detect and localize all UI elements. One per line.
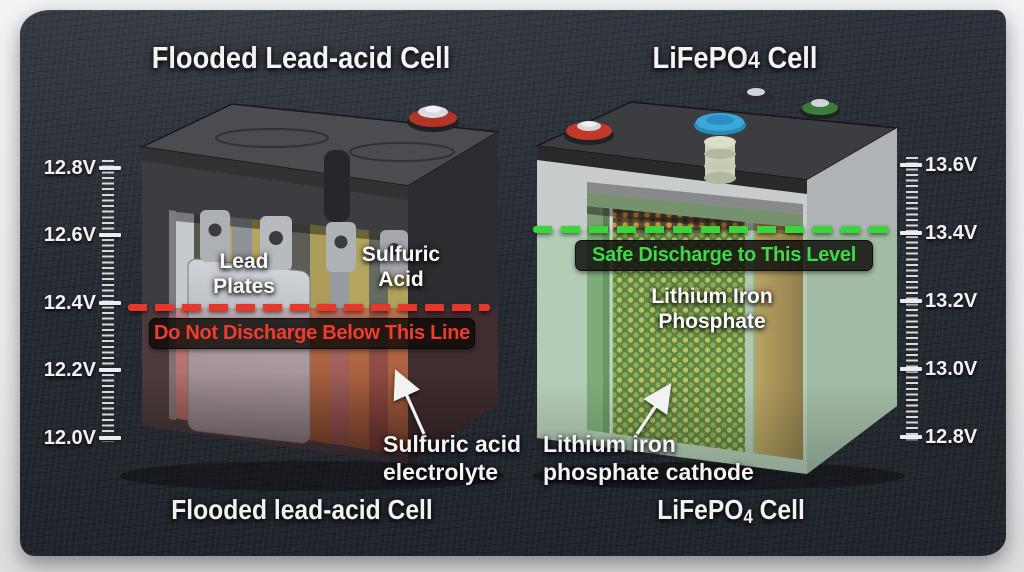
sulfuric-acid-label: Sulfuric Acid [346, 242, 456, 292]
sulfuric-acid-line2: Acid [378, 268, 424, 291]
lifepo4-safe-discharge-line [533, 226, 897, 233]
right-scale-row-1: 13.6V [900, 153, 977, 177]
cathode-callout: Lithium iron phosphate cathode [543, 430, 754, 486]
right-bottom-caption: LiFePO4 Cell [599, 494, 863, 529]
lead-acid-limit-text: Do Not Discharge Below This Line [154, 322, 470, 344]
voltage-label: 13.0V [925, 357, 978, 380]
major-tick [99, 166, 121, 170]
voltage-label: 12.8V [925, 425, 978, 448]
right-caption-subscript-4: 4 [743, 506, 753, 528]
inner-board-green [587, 192, 803, 228]
red-terminal [564, 121, 614, 145]
lfp-line1: Lithium Iron [651, 285, 773, 308]
battery-ground-shadow [120, 461, 504, 491]
left-scale-row-3: 12.4V [26, 291, 121, 315]
major-tick [900, 435, 922, 439]
lid-groove [349, 142, 455, 162]
major-tick [99, 368, 121, 372]
cathode-callout-line1: Lithium iron [543, 431, 676, 457]
right-scale-row-4: 13.0V [900, 357, 977, 381]
right-scale-row-3: 13.2V [900, 289, 977, 313]
electrolyte-callout: Sulfuric acid electrolyte [383, 430, 521, 486]
lead-acid-limit-band: Do Not Discharge Below This Line [149, 318, 475, 349]
electrolyte-callout-line1: Sulfuric acid [383, 431, 522, 457]
center-post [704, 136, 736, 184]
major-tick [99, 436, 121, 440]
right-panel-title: LiFePO4 Cell [603, 40, 867, 76]
negative-post [324, 150, 350, 222]
lead-plates-label: Lead Plates [184, 249, 304, 299]
left-bottom-caption: Flooded lead-acid Cell [171, 494, 433, 525]
major-tick [900, 367, 922, 371]
voltage-label: 13.2V [925, 289, 978, 312]
right-caption-text: LiFePO [657, 494, 744, 525]
cathode-callout-line2: phosphate cathode [543, 459, 754, 485]
left-scale-row-4: 12.2V [26, 358, 121, 382]
left-panel-title: Flooded Lead-acid Cell [151, 40, 451, 75]
voltage-label: 13.4V [925, 221, 978, 244]
voltage-label: 12.6V [43, 223, 96, 246]
lead-acid-discharge-limit-line [128, 304, 490, 311]
major-tick [900, 299, 922, 303]
left-scale-row-2: 12.6V [26, 223, 121, 247]
right-scale-row-2: 13.4V [900, 221, 977, 245]
major-tick [99, 233, 121, 237]
lithium-iron-phosphate-label: Lithium Iron Phosphate [622, 284, 802, 334]
green-terminal [800, 99, 840, 119]
major-tick [900, 231, 922, 235]
lfp-line2: Phosphate [658, 310, 766, 333]
right-caption-tail: Cell [752, 494, 805, 525]
inner-board-gray [587, 182, 803, 214]
left-scale-row-5: 12.0V [26, 426, 121, 450]
lid-groove [215, 128, 329, 148]
lid-front-edge [537, 146, 807, 194]
lifepo4-safe-band: Safe Discharge to This Level [575, 240, 873, 271]
red-terminal [407, 105, 459, 132]
major-tick [900, 163, 922, 167]
right-title-text: LiFePO [652, 40, 749, 75]
voltage-label: 12.2V [43, 358, 96, 381]
electrolyte-callout-line2: electrolyte [383, 459, 499, 485]
major-tick [99, 301, 121, 305]
sulfuric-acid-line1: Sulfuric [361, 243, 441, 266]
lifepo4-safe-text: Safe Discharge to This Level [592, 244, 856, 266]
right-title-tail: Cell [759, 40, 818, 75]
plate-tabs [200, 210, 408, 276]
right-scale-row-5: 12.8V [900, 425, 977, 449]
voltage-label: 13.6V [925, 153, 978, 176]
case-front-face-cutaway-frame [142, 161, 408, 464]
voltage-label: 12.8V [43, 156, 96, 179]
lead-plates-line2: Plates [213, 275, 275, 298]
cut-wall-edge [169, 210, 176, 420]
black-terminal [738, 88, 774, 103]
voltage-label: 12.0V [43, 426, 96, 449]
lead-plates-line1: Lead [219, 250, 269, 273]
voltage-label: 12.4V [43, 291, 96, 314]
blue-vent-cap [694, 113, 746, 135]
left-scale-row-1: 12.8V [26, 156, 121, 180]
right-title-subscript-4: 4 [748, 47, 760, 74]
